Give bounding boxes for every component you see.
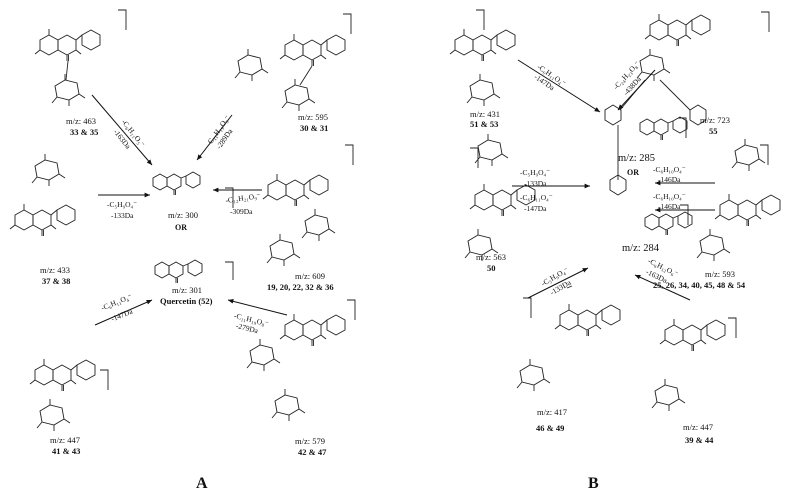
a-top-left-mz: m/z: 463 xyxy=(66,116,96,126)
struct-b-center-lower xyxy=(644,211,693,236)
arrows-a xyxy=(91,94,288,326)
b-loss-r2-formula: -C₆H₁₀O₄⁻ xyxy=(653,192,686,201)
b-center-upper-mz: m/z: 285 xyxy=(618,153,656,164)
b-loss-l1-formula: -C₅H₉O₄⁻ xyxy=(520,168,551,177)
arrows-b xyxy=(512,59,715,301)
b-right-compounds: 25, 26, 34, 40, 45, 48 & 54 xyxy=(653,280,746,290)
b-loss-l1-da: -133Da xyxy=(524,179,547,188)
a-bottom-left-mz: m/z: 447 xyxy=(50,435,80,445)
ion-brackets xyxy=(100,9,770,390)
a-center-lower-mz: m/z: 301 xyxy=(172,285,202,295)
struct-a-bottom-right xyxy=(246,313,346,422)
a-top-left-compounds: 33 & 35 xyxy=(70,127,99,137)
b-right-mz: m/z: 593 xyxy=(705,269,735,279)
struct-b-top-right xyxy=(604,13,711,196)
b-or-label: OR xyxy=(627,168,639,177)
a-center-upper-mz: m/z: 300 xyxy=(168,210,198,220)
struct-a-top-mid xyxy=(234,33,346,112)
b-top-left-mz: m/z: 431 xyxy=(470,109,500,119)
b-bottom-left-mz: m/z: 417 xyxy=(537,407,567,417)
a-quercetin-label: Quercetin (52) xyxy=(160,296,213,306)
b-bottom-right-compounds: 39 & 44 xyxy=(685,435,714,445)
a-left-mz: m/z: 433 xyxy=(40,265,70,275)
b-loss-r1-da: -146Da xyxy=(658,175,681,184)
a-left-compounds: 37 & 38 xyxy=(42,276,71,286)
b-loss-r2-da: -146Da xyxy=(658,202,681,211)
struct-b-bottom-right xyxy=(651,318,726,412)
a-loss-l-formula: -C₅H₉O₄⁻ xyxy=(107,200,138,209)
struct-b-bottom-left xyxy=(516,303,621,392)
struct-a-left xyxy=(9,153,76,237)
b-top-right-mz: m/z: 723 xyxy=(700,115,730,125)
b-left-mz: m/z: 563 xyxy=(476,252,506,262)
a-bottom-right-compounds: 42 & 47 xyxy=(298,447,327,457)
struct-b-top-left xyxy=(449,28,516,107)
panel-b-label: B xyxy=(588,475,599,492)
b-loss-l2-formula: -C₆H₁₁O₄⁻ xyxy=(520,193,553,202)
a-or-label: OR xyxy=(175,223,187,232)
b-bottom-right-mz: m/z: 447 xyxy=(683,422,713,432)
a-right-compounds: 19, 20, 22, 32 & 36 xyxy=(267,282,334,292)
b-center-lower-mz: m/z: 284 xyxy=(622,243,660,254)
struct-a-center-upper xyxy=(152,171,201,196)
b-loss-r1-formula: -C₆H₁₀O₄⁻ xyxy=(653,165,686,174)
a-right-mz: m/z: 609 xyxy=(295,271,325,281)
b-top-right-compounds: 55 xyxy=(709,126,718,136)
struct-a-right xyxy=(262,173,336,267)
a-bottom-right-mz: m/z: 579 xyxy=(295,436,325,446)
a-bottom-left-compounds: 41 & 43 xyxy=(52,446,81,456)
a-loss-r-da: -309Da xyxy=(230,207,253,216)
b-loss-l2-da: -147Da xyxy=(524,204,547,213)
b-top-left-compounds: 51 & 53 xyxy=(470,119,499,129)
panel-a-label: A xyxy=(196,475,208,492)
a-top-mid-mz: m/z: 595 xyxy=(298,112,328,122)
struct-a-bottom-left xyxy=(29,358,96,432)
b-left-compounds: 50 xyxy=(487,263,496,273)
struct-a-center-lower xyxy=(154,259,203,284)
struct-b-center-upper xyxy=(639,116,688,141)
a-top-mid-compounds: 30 & 31 xyxy=(300,123,329,133)
struct-a-top-left xyxy=(34,28,101,107)
b-bottom-left-compounds: 46 & 49 xyxy=(536,423,565,433)
a-loss-l-da: -133Da xyxy=(111,211,134,220)
